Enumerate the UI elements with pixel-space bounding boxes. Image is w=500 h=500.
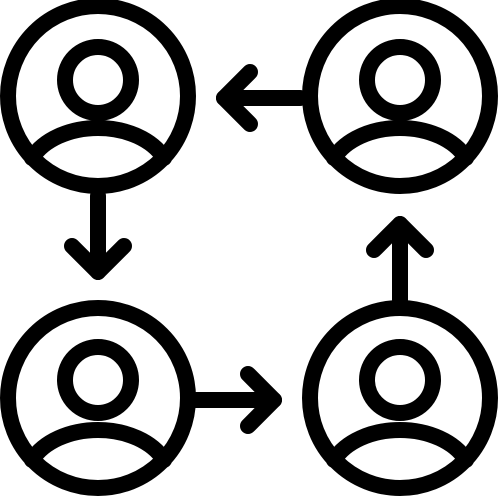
person-top-left-ring <box>0 0 196 194</box>
person-top-right-head <box>359 39 441 121</box>
person-bottom-right-head <box>359 339 441 421</box>
person-top-left-icon <box>0 0 196 194</box>
person-top-right-body <box>326 119 474 166</box>
person-top-left-body <box>24 119 172 166</box>
person-bottom-right-icon <box>302 300 498 496</box>
arrow-down-icon <box>64 188 132 280</box>
arrow-left-icon <box>216 64 308 132</box>
person-bottom-left-head <box>57 339 139 421</box>
arrow-up-icon <box>366 216 434 308</box>
person-bottom-left-body <box>24 421 172 468</box>
person-top-left-head <box>57 39 139 121</box>
person-top-right-ring <box>302 0 498 194</box>
person-top-right-icon <box>302 0 498 194</box>
arrow-right-icon <box>188 366 282 434</box>
person-bottom-right-body <box>326 421 474 468</box>
person-bottom-left-ring <box>0 300 196 496</box>
person-bottom-left-icon <box>0 300 196 496</box>
